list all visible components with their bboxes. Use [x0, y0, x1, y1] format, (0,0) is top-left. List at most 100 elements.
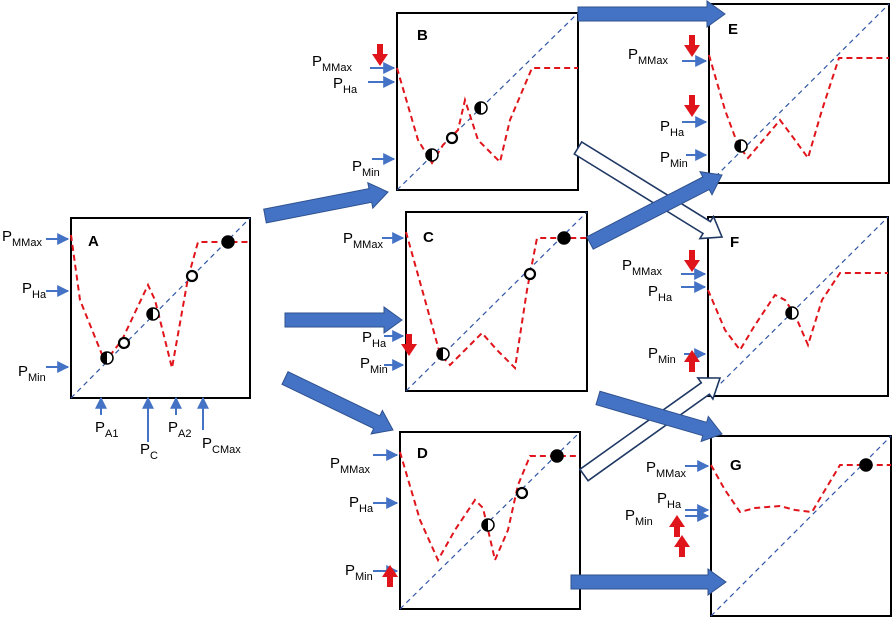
arrow-d-to-g [570, 568, 727, 596]
a-pc-label: PC [140, 441, 158, 462]
c-pha-label-sub: Ha [372, 338, 387, 350]
f-pmin-label: PMin [648, 345, 676, 366]
e-pha-label-main: P [660, 118, 670, 135]
g-pmin-red-arrow [669, 515, 685, 537]
g-pmin-red-arrow-head [669, 515, 685, 527]
c-pha-red-arrow [401, 334, 417, 356]
g-pmin-red-arrow-2-shaft [679, 545, 685, 557]
panel-E-label: E [728, 21, 738, 38]
panel-E-curve [708, 54, 889, 161]
panel-D-marker-3 [550, 449, 564, 463]
panel-G: G [710, 435, 892, 617]
g-pmmax-label-sub: MMax [656, 468, 686, 480]
f-pmin-label-sub: Min [658, 354, 676, 366]
g-pmmax-label-main: P [646, 459, 656, 476]
panel-D: D [399, 431, 581, 610]
e-pmin-label-sub: Min [670, 158, 688, 170]
a-pa2-label-sub: A2 [178, 428, 191, 440]
g-pmmax-label: PMMax [646, 459, 686, 480]
c-pmin-label-main: P [360, 355, 370, 372]
panel-E-marker-1 [734, 139, 748, 153]
g-pmin-label-main: P [625, 507, 635, 524]
b-pha-label-main: P [333, 75, 343, 92]
g-pmin-red-arrow-shaft [674, 525, 680, 537]
a-pcmax-label: PCMax [202, 435, 241, 456]
panel-A-marker-4 [185, 269, 199, 283]
b-pmin-label-main: P [352, 158, 362, 175]
e-pha-red-arrow [684, 95, 700, 117]
panel-F-label: F [730, 234, 739, 251]
panel-G-label: G [730, 457, 742, 474]
panel-A-marker-1 [100, 351, 114, 365]
f-pmin-label-main: P [648, 345, 658, 362]
g-pmin-red-arrow-2 [674, 535, 690, 557]
d-pha-label-main: P [349, 494, 359, 511]
panel-C-marker-3 [557, 231, 571, 245]
arrow-c-to-e [586, 171, 723, 250]
f-pmmax-red-arrow-head [684, 260, 700, 272]
b-pmmax-red-arrow-shaft [377, 44, 383, 56]
d-pmmax-label-sub: MMax [340, 464, 370, 476]
a-pmin-label-main: P [18, 363, 28, 380]
d-pha-label: PHa [349, 494, 374, 515]
a-pmmax-label-sub: MMax [12, 237, 42, 249]
panel-G-diagonal [710, 435, 892, 617]
g-pmin-label: PMin [625, 507, 653, 528]
panel-D-label: D [417, 445, 428, 462]
arrow-f-to-g [595, 390, 723, 443]
g-pmin-label-sub: Min [635, 516, 653, 528]
a-pcmax-label-sub: CMax [212, 444, 241, 456]
d-pmin-red-arrow-head [382, 565, 398, 577]
arrow-a-to-c [284, 306, 403, 334]
e-pha-red-arrow-head [684, 105, 700, 117]
b-pmmax-red-arrow-head [372, 54, 388, 66]
c-pha-red-arrow-head [401, 344, 417, 356]
f-pha-label: PHa [648, 283, 673, 304]
arrow-a-to-d [281, 371, 394, 435]
panel-G-curve [710, 464, 891, 514]
d-pmin-label-main: P [345, 562, 355, 579]
a-pa1-label-main: P [95, 419, 105, 436]
b-pmmax-label-sub: MMax [322, 62, 352, 74]
panel-F-diagonal [707, 216, 889, 397]
panel-C: C [405, 211, 588, 392]
c-pmin-label: PMin [360, 355, 388, 376]
a-pa2-label: PA2 [168, 419, 191, 440]
c-pmmax-label-sub: MMax [353, 239, 383, 251]
panel-F: F [707, 216, 889, 397]
b-pmmax-red-arrow [372, 44, 388, 66]
panel-B-diagonal [396, 12, 579, 191]
a-pa1-label-sub: A1 [105, 428, 118, 440]
d-pmin-label: PMin [345, 562, 373, 583]
d-pmin-red-arrow [382, 565, 398, 587]
a-pmin-label: PMin [18, 363, 46, 384]
panel-B: B [396, 12, 579, 191]
b-pmmax-label: PMMax [312, 53, 352, 74]
c-pmin-label-sub: Min [370, 364, 388, 376]
a-pmmax-label: PMMax [2, 228, 42, 249]
f-pmmax-label: PMMax [622, 257, 662, 278]
arrow-b-to-e [577, 0, 726, 28]
panel-D-marker-2 [515, 486, 529, 500]
a-pmin-label-sub: Min [28, 372, 46, 384]
c-pmmax-label-main: P [343, 230, 353, 247]
a-pc-label-sub: C [150, 450, 158, 462]
panel-E-diagonal [708, 3, 890, 184]
panel-A-label: A [88, 233, 99, 250]
panel-E: E [708, 3, 890, 184]
d-pmmax-label: PMMax [330, 455, 370, 476]
e-pmmax-label-sub: MMax [638, 55, 668, 67]
a-pc-label-main: P [140, 441, 150, 458]
a-pa2-label-main: P [168, 419, 178, 436]
b-pha-label-sub: Ha [343, 84, 358, 96]
panel-G-marker-1 [859, 458, 873, 472]
g-pha-label-sub: Ha [667, 499, 682, 511]
arrow-d-to-f [578, 377, 722, 482]
f-pmin-red-arrow-shaft [689, 360, 695, 372]
arrow-b-to-f [573, 140, 724, 240]
panel-D-marker-1 [481, 518, 495, 532]
e-pmmax-red-arrow [684, 35, 700, 57]
c-pha-label: PHa [362, 329, 387, 350]
a-pmmax-label-main: P [2, 228, 12, 245]
